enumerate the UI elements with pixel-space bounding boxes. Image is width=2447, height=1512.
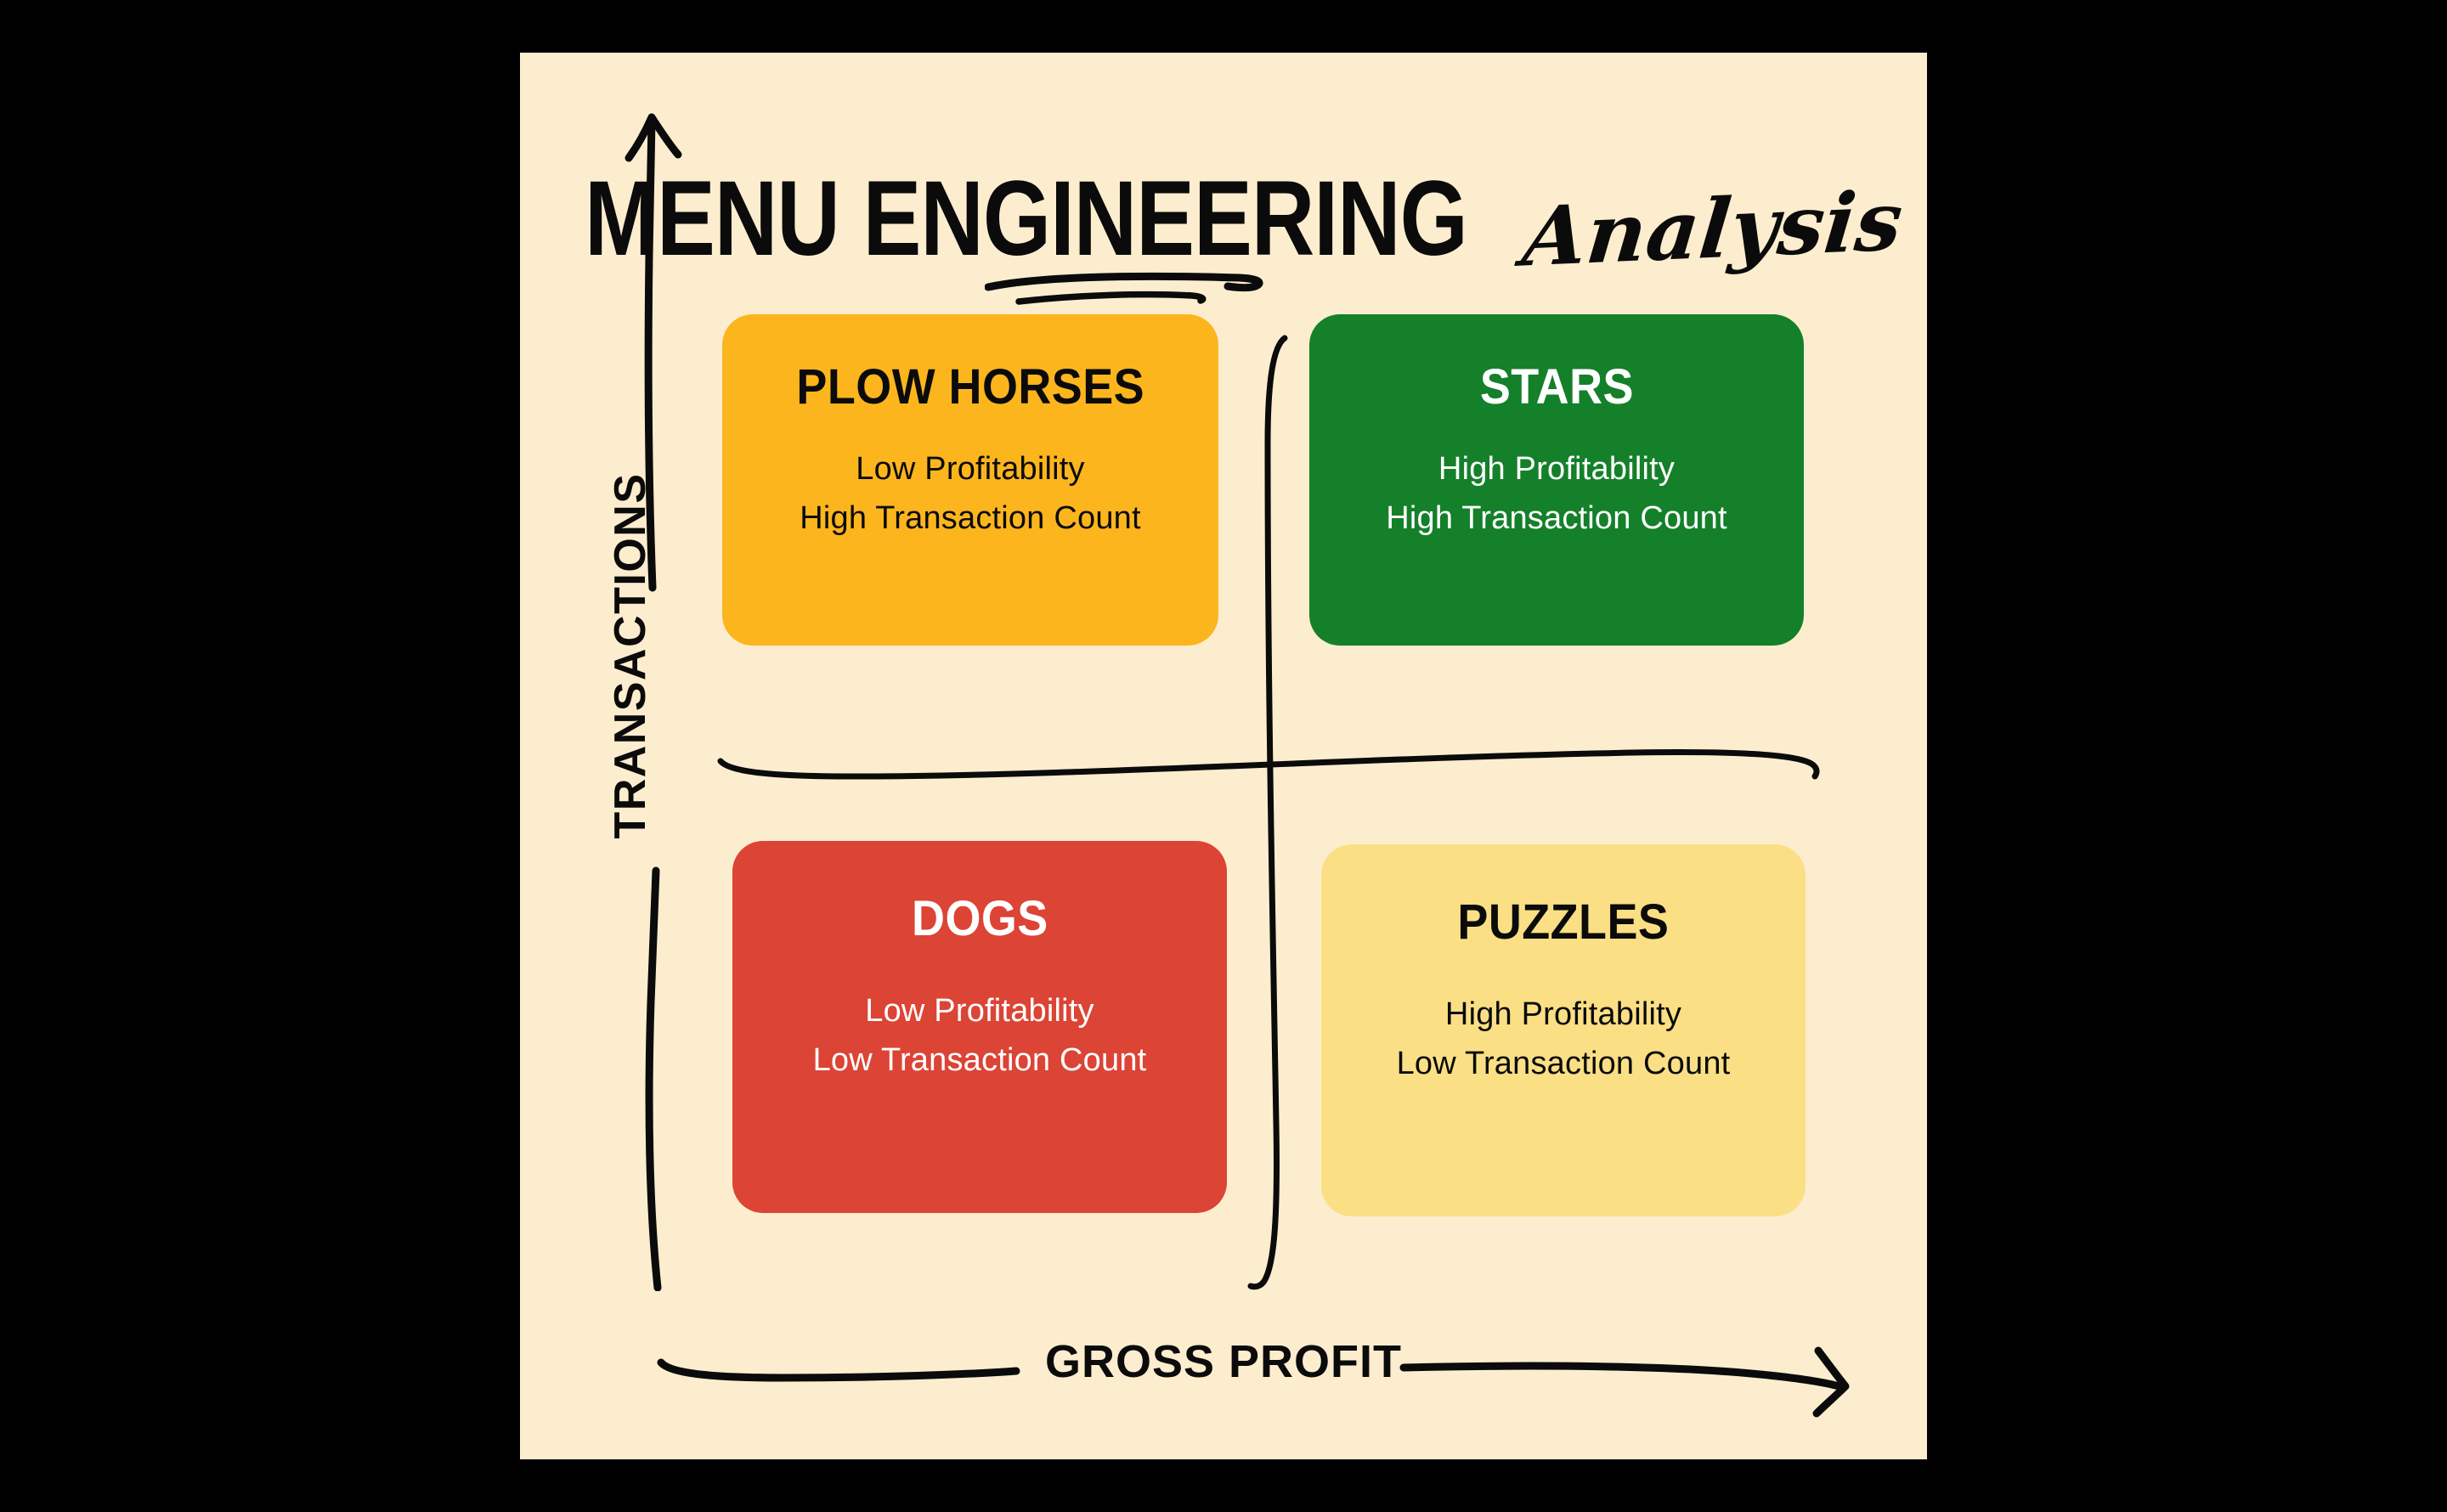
- quadrant-transaction-count: Low Transaction Count: [1396, 1045, 1731, 1081]
- page-title-script: Analysis: [1518, 172, 1907, 285]
- quadrant-stars[interactable]: STARS High Profitability High Transactio…: [1309, 314, 1804, 646]
- quadrant-dogs[interactable]: DOGS Low Profitability Low Transaction C…: [732, 841, 1227, 1213]
- page-title: MENU ENGINEERING Analysis: [520, 159, 1927, 285]
- quadrant-profitability: Low Profitability: [856, 451, 1085, 487]
- y-axis-arrow-icon: [624, 113, 682, 1291]
- quadrant-plow-horses[interactable]: PLOW HORSES Low Profitability High Trans…: [722, 314, 1218, 646]
- y-axis-label: TRANSACTIONS: [606, 472, 655, 839]
- infographic-panel: MENU ENGINEERING Analysis TRANSACTIONS PL…: [520, 53, 1927, 1459]
- quadrant-profitability: Low Profitability: [865, 993, 1094, 1029]
- quadrant-transaction-count: High Transaction Count: [800, 499, 1141, 536]
- divider-vertical: [1247, 335, 1288, 1290]
- quadrant-puzzles[interactable]: PUZZLES High Profitability Low Transacti…: [1321, 844, 1806, 1216]
- page-title-main: MENU ENGINEERING: [585, 158, 1468, 278]
- quadrant-title: PLOW HORSES: [796, 359, 1144, 415]
- quadrant-transaction-count: High Transaction Count: [1386, 499, 1727, 536]
- title-underline-decoration: [985, 272, 1263, 305]
- x-axis-label: GROSS PROFIT: [1044, 1336, 1403, 1387]
- quadrant-title: PUZZLES: [1457, 894, 1670, 950]
- quadrant-profitability: High Profitability: [1438, 451, 1676, 487]
- quadrant-profitability: High Profitability: [1444, 996, 1682, 1032]
- x-axis-arrow-icon: [657, 1346, 1850, 1418]
- quadrant-title: STARS: [1479, 359, 1634, 415]
- quadrant-transaction-count: Low Transaction Count: [812, 1041, 1147, 1078]
- quadrant-title: DOGS: [911, 891, 1048, 946]
- divider-horizontal: [717, 749, 1820, 780]
